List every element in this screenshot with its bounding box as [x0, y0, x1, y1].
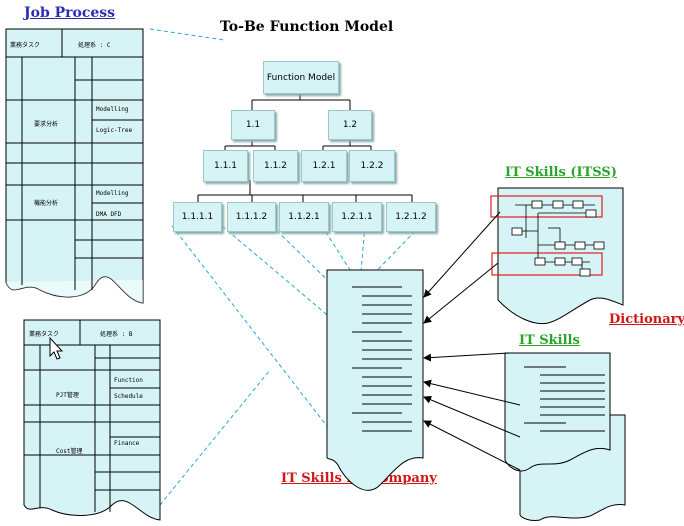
job-process-doc-2 [23, 319, 161, 521]
doc1-group2-item-2: DMA DFD [96, 211, 122, 218]
node-1-1-1-2: 1.1.1.2 [227, 202, 276, 232]
node-1-2-1-1: 1.2.1.1 [332, 202, 382, 232]
doc2-header-left: 業務タスク [29, 331, 60, 338]
job-process-title: Job Process [24, 5, 116, 21]
node-1-2-1-2: 1.2.1.2 [386, 202, 436, 232]
itss-doc [490, 187, 624, 325]
doc2-group1-item-1: Function [114, 377, 143, 384]
mouse-cursor-icon [49, 336, 64, 360]
function-model-root-node: Function Model [263, 61, 339, 94]
node-1-2-1: 1.2.1 [301, 150, 347, 182]
node-1-2: 1.2 [328, 110, 372, 140]
doc1-group1-item-2: Logic-Tree [96, 127, 133, 134]
mapping-arrows [423, 211, 521, 471]
doc2-header-right: 処理系 : B [100, 331, 133, 338]
doc1-group1: 要求分析 [34, 121, 59, 128]
node-1-1: 1.1 [231, 110, 275, 140]
it-skills-doc-front [504, 352, 611, 472]
node-1-1-2-1: 1.1.2.1 [279, 202, 329, 232]
dashed-guides [149, 28, 421, 506]
it-skills-title: IT Skills [519, 333, 580, 348]
doc2-group1: PJT管理 [56, 392, 79, 399]
company-skills-doc [326, 269, 424, 491]
node-1-1-1-1: 1.1.1.1 [173, 202, 222, 232]
doc1-group1-item-1: Modelling [96, 106, 129, 113]
job-process-doc-1 [5, 28, 144, 304]
doc2-group1-item-2: Schedule [114, 393, 143, 400]
to-be-function-model-title: To-Be Function Model [220, 19, 394, 35]
node-1-1-2: 1.1.2 [253, 150, 298, 182]
dictionary-title: Dictionary [609, 312, 684, 327]
doc2-group2-item-1: Finance [114, 440, 140, 447]
doc1-group2-item-1: Modelling [96, 190, 129, 197]
node-1-2-2: 1.2.2 [349, 150, 395, 182]
doc1-group2: 機能分析 [34, 200, 59, 207]
doc1-header-right: 処理系 : C [78, 42, 111, 49]
tree-connectors [197, 92, 413, 202]
doc1-header-left: 業務タスク [10, 42, 41, 49]
doc2-group2: Cost管理 [56, 448, 83, 455]
it-skills-itss-title: IT Skills (ITSS) [505, 165, 617, 180]
node-1-1-1: 1.1.1 [203, 150, 248, 182]
